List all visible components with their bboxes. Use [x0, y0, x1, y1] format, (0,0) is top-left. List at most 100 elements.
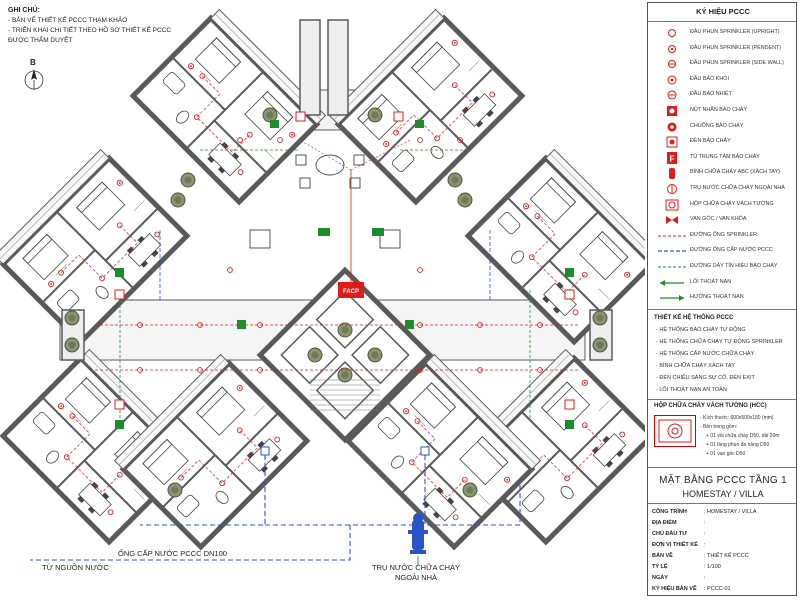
legend-item: VAN GÓC / VAN KHÓA — [648, 212, 798, 228]
title-block-value: : PCCC-01 — [704, 586, 731, 592]
title-block-key: BẢN VẼ — [652, 553, 673, 559]
pipe-label: ỐNG CẤP NƯỚC PCCC DN100 — [118, 549, 227, 558]
legend-item: ĐƯỜNG ỐNG CẤP NƯỚC PCCC — [648, 243, 798, 259]
legend-label: ĐẦU PHUN SPRINKLER (PENDENT) — [690, 44, 782, 51]
notes-title: GHI CHÚ: — [8, 7, 40, 14]
legend-label: TRỤ NƯỚC CHỮA CHÁY NGOÀI NHÀ — [690, 185, 785, 191]
fire-light-icon — [656, 135, 688, 149]
title-block-key: NGÀY — [652, 575, 668, 581]
title-block-row: CÔNG TRÌNH : HOMESTAY / VILLA — [652, 507, 792, 519]
legend-item: ĐÈN BÁO CHÁY — [648, 134, 798, 150]
title-block-value: : — [704, 575, 706, 581]
title-block-row: CHỦ ĐẦU TƯ: — [652, 529, 792, 541]
heat-detector-icon — [656, 88, 688, 102]
fire-panel-icon: F — [656, 151, 688, 165]
legend-label: CHUÔNG BÁO CHÁY — [690, 122, 744, 129]
title-block-value: : — [704, 531, 706, 537]
title-block-key: KÝ HIỆU BẢN VẼ — [652, 586, 697, 592]
title-block-row: TỶ LỆ : 1/100 — [652, 562, 792, 574]
north-arrow-icon — [24, 69, 44, 90]
drawing-title: MẶT BẰNG PCCC TẦNG 1 — [659, 475, 787, 486]
legend-label: ĐẦU BÁO NHIỆT — [690, 91, 732, 98]
title-block-key: TỶ LỆ — [652, 564, 668, 570]
title-block-key: CHỦ ĐẦU TƯ — [652, 531, 687, 537]
legend-label: LỐI THOÁT NẠN — [690, 278, 732, 285]
note-line: - TRIỂN KHAI CHI TIẾT THEO HỒ SƠ THIẾT K… — [8, 27, 172, 34]
legend-item: LỐI THOÁT NẠN — [648, 275, 798, 291]
title-block-key: ĐƠN VỊ THIẾT KẾ — [652, 542, 698, 548]
legend-label: HƯỚNG THOÁT NẠN — [690, 294, 744, 301]
note-line: ĐƯỢC THẨM DUYỆT — [8, 37, 73, 44]
title-block-value: : HOMESTAY / VILLA — [704, 509, 757, 515]
system-item: - LỐI THOÁT NẠN AN TOÀN — [656, 387, 727, 393]
compass-letter: B — [30, 58, 36, 67]
legend-label: ĐƯỜNG ỐNG CẤP NƯỚC PCCC — [690, 247, 773, 254]
legend-label: NÚT NHẤN BÁO CHÁY — [690, 107, 748, 113]
legend-item: TRỤ NƯỚC CHỮA CHÁY NGOÀI NHÀ — [648, 181, 798, 197]
legend-label: ĐẦU PHUN SPRINKLER (SIDE WALL) — [690, 60, 784, 67]
legend-item: HỘP CHỮA CHÁY VÁCH TƯỜNG — [648, 197, 798, 213]
hcc-detail: + 01 van góc D50 — [706, 451, 746, 457]
legend-item: ĐƯỜNG ỐNG SPRINKLER — [648, 228, 798, 244]
title-block-row: KÝ HIỆU BẢN VẼ : PCCC-01 — [652, 584, 792, 596]
general-notes: GHI CHÚ: - BẢN VẼ THIẾT KẾ PCCC THAM KHẢ… — [8, 6, 171, 46]
title-block-row: ĐỊA ĐIỂM: — [652, 518, 792, 530]
floor-plan: FACP — [0, 0, 645, 565]
hose-cabinet-icon — [656, 198, 688, 212]
hcc-detail: + 01 vòi chữa cháy D50, dài 20m — [706, 433, 780, 439]
outdoor-hydrant-icon — [408, 513, 428, 554]
fire-bell-icon — [656, 120, 688, 134]
hose-cabinet-icon — [654, 415, 696, 447]
system-item: - ĐÈN CHIẾU SÁNG SỰ CỐ, ĐÈN EXIT — [656, 375, 755, 381]
title-block-value: : — [704, 542, 706, 548]
outdoor-hydrant-icon — [656, 182, 688, 196]
legend-label: ĐƯỜNG DÂY TÍN HIỆU BÁO CHÁY — [690, 263, 778, 269]
svg-text:F: F — [670, 154, 675, 163]
design-title: THIẾT KẾ HỆ THỐNG PCCC — [654, 315, 734, 321]
title-block-row: BẢN VẼ : THIẾT KẾ PCCC — [652, 551, 792, 563]
sprinkler-upright-icon — [656, 26, 688, 40]
legend-item: NÚT NHẤN BÁO CHÁY — [648, 103, 798, 119]
sprinkler-sidewall-icon — [656, 57, 688, 71]
title-block-row: NGÀY: — [652, 573, 792, 585]
legend-item: ĐẦU BÁO NHIỆT — [648, 87, 798, 103]
system-item: - HỆ THỐNG CẤP NƯỚC CHỮA CHÁY — [656, 351, 755, 357]
legend-label: ĐÈN BÁO CHÁY — [690, 138, 731, 145]
manual-call-point-icon — [656, 104, 688, 118]
legend-title: KÝ HIỆU PCCC — [696, 7, 750, 16]
hydrant-label-line: NGOÀI NHÀ — [394, 573, 438, 582]
legend-item: HƯỚNG THOÁT NẠN — [648, 290, 798, 306]
legend-item: BÌNH CHỮA CHÁY ABC (XÁCH TAY) — [648, 165, 798, 181]
title-block-key: CÔNG TRÌNH — [652, 509, 687, 515]
exit-arrow-icon — [656, 276, 688, 290]
hcc-detail: - Bên trong gồm: — [700, 424, 738, 430]
sprinkler-pipe-icon — [656, 229, 688, 243]
legend-item: ĐƯỜNG DÂY TÍN HIỆU BÁO CHÁY — [648, 259, 798, 275]
smoke-detector-icon — [656, 73, 688, 87]
legend-label: BÌNH CHỮA CHÁY ABC (XÁCH TAY) — [690, 169, 780, 176]
legend-panel: KÝ HIỆU PCCC ĐẦU PHUN SPRINKLER (UPRIGHT… — [647, 2, 797, 596]
escape-direction-icon — [656, 291, 688, 305]
hcc-title: HỘP CHỮA CHÁY VÁCH TƯỜNG (HCC) — [654, 403, 767, 409]
title-block-value: : 1/100 — [704, 564, 721, 570]
title-block-value: : THIẾT KẾ PCCC — [704, 553, 749, 559]
legend-label: ĐẦU BÁO KHÓI — [690, 75, 729, 82]
legend-label: VAN GÓC / VAN KHÓA — [690, 216, 747, 223]
water-pipe-icon — [656, 244, 688, 258]
title-block-key: ĐỊA ĐIỂM — [652, 520, 677, 526]
legend-item: ĐẦU PHUN SPRINKLER (SIDE WALL) — [648, 56, 798, 72]
water-source-label: TỪ NGUỒN NƯỚC — [42, 563, 109, 572]
legend-label: ĐẦU PHUN SPRINKLER (UPRIGHT) — [690, 29, 780, 35]
system-item: - HỆ THỐNG BÁO CHÁY TỰ ĐỘNG — [656, 327, 746, 333]
title-block-row: ĐƠN VỊ THIẾT KẾ: — [652, 540, 792, 552]
legend-item: F TỦ TRUNG TÂM BÁO CHÁY — [648, 150, 798, 166]
hcc-detail: - Kích thước: 600x500x180 (mm) — [700, 415, 774, 421]
hydrant-label-line: TRỤ NƯỚC CHỮA CHÁY — [372, 563, 460, 572]
facp-label: FACP — [343, 289, 359, 295]
legend-label: ĐƯỜNG ỐNG SPRINKLER — [690, 231, 758, 238]
signal-wire-icon — [656, 260, 688, 274]
hcc-detail: + 01 lăng phun đa năng D50 — [706, 442, 770, 448]
legend-label: TỦ TRUNG TÂM BÁO CHÁY — [690, 153, 760, 160]
system-item: - HỆ THỐNG CHỮA CHÁY TỰ ĐỘNG SPRINKLER — [656, 339, 783, 345]
